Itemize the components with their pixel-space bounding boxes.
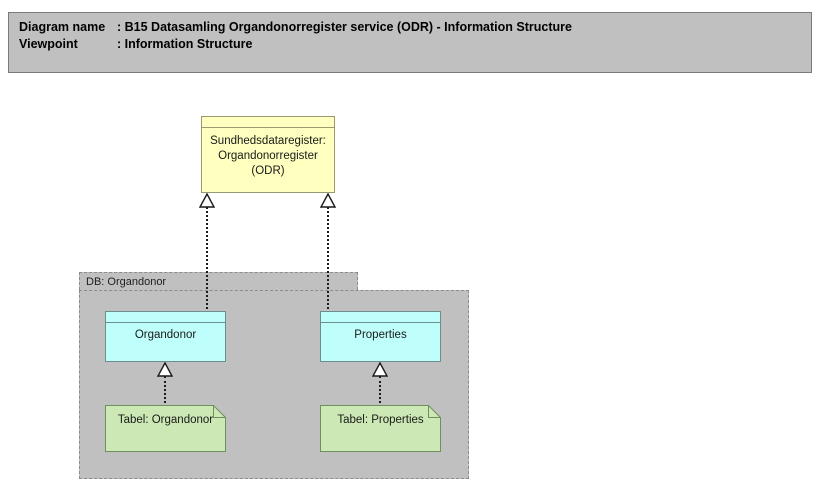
register-data-object[interactable]: Sundhedsdataregister: Organdonorregister… bbox=[201, 116, 335, 193]
viewpoint-line: Viewpoint: Information Structure bbox=[19, 36, 811, 53]
data-object-header-band bbox=[202, 117, 334, 128]
data-object-organdonor[interactable]: Organdonor bbox=[105, 311, 226, 362]
hollow-triangle-arrowhead-icon bbox=[199, 193, 215, 208]
artifact-shape-icon bbox=[320, 405, 441, 452]
register-label-line3: (ODR) bbox=[251, 165, 285, 177]
data-object-header-band bbox=[321, 312, 440, 323]
diagram-title-block: Diagram name: B15 Datasamling Organdonor… bbox=[8, 12, 812, 73]
artifact-tabel-properties[interactable]: Tabel: Properties bbox=[320, 405, 441, 452]
diagram-name-line: Diagram name: B15 Datasamling Organdonor… bbox=[19, 19, 811, 36]
grouping-tab: DB: Organdonor bbox=[79, 272, 358, 290]
data-object-properties[interactable]: Properties bbox=[320, 311, 441, 362]
diagram-name-value: B15 Datasamling Organdonorregister servi… bbox=[124, 20, 572, 34]
viewpoint-label: Viewpoint bbox=[19, 37, 78, 51]
artifact-tabel-properties-label: Tabel: Properties bbox=[337, 414, 424, 426]
data-object-header-band bbox=[106, 312, 225, 323]
register-label-line1: Sundhedsdataregister: bbox=[210, 135, 326, 147]
artifact-tabel-organdonor-label: Tabel: Organdonor bbox=[117, 414, 214, 426]
artifact-shape-icon bbox=[105, 405, 226, 452]
diagram-name-separator: : bbox=[117, 20, 125, 34]
viewpoint-value: Information Structure bbox=[124, 37, 253, 51]
viewpoint-separator: : bbox=[117, 37, 125, 51]
register-label-line2: Organdonorregister bbox=[218, 150, 318, 162]
grouping-tab-label: DB: Organdonor bbox=[86, 276, 167, 288]
hollow-triangle-arrowhead-icon bbox=[320, 193, 336, 208]
data-object-properties-label: Properties bbox=[354, 329, 407, 341]
data-object-organdonor-label: Organdonor bbox=[134, 329, 197, 341]
artifact-tabel-organdonor[interactable]: Tabel: Organdonor bbox=[105, 405, 226, 452]
diagram-name-label: Diagram name bbox=[19, 20, 106, 34]
